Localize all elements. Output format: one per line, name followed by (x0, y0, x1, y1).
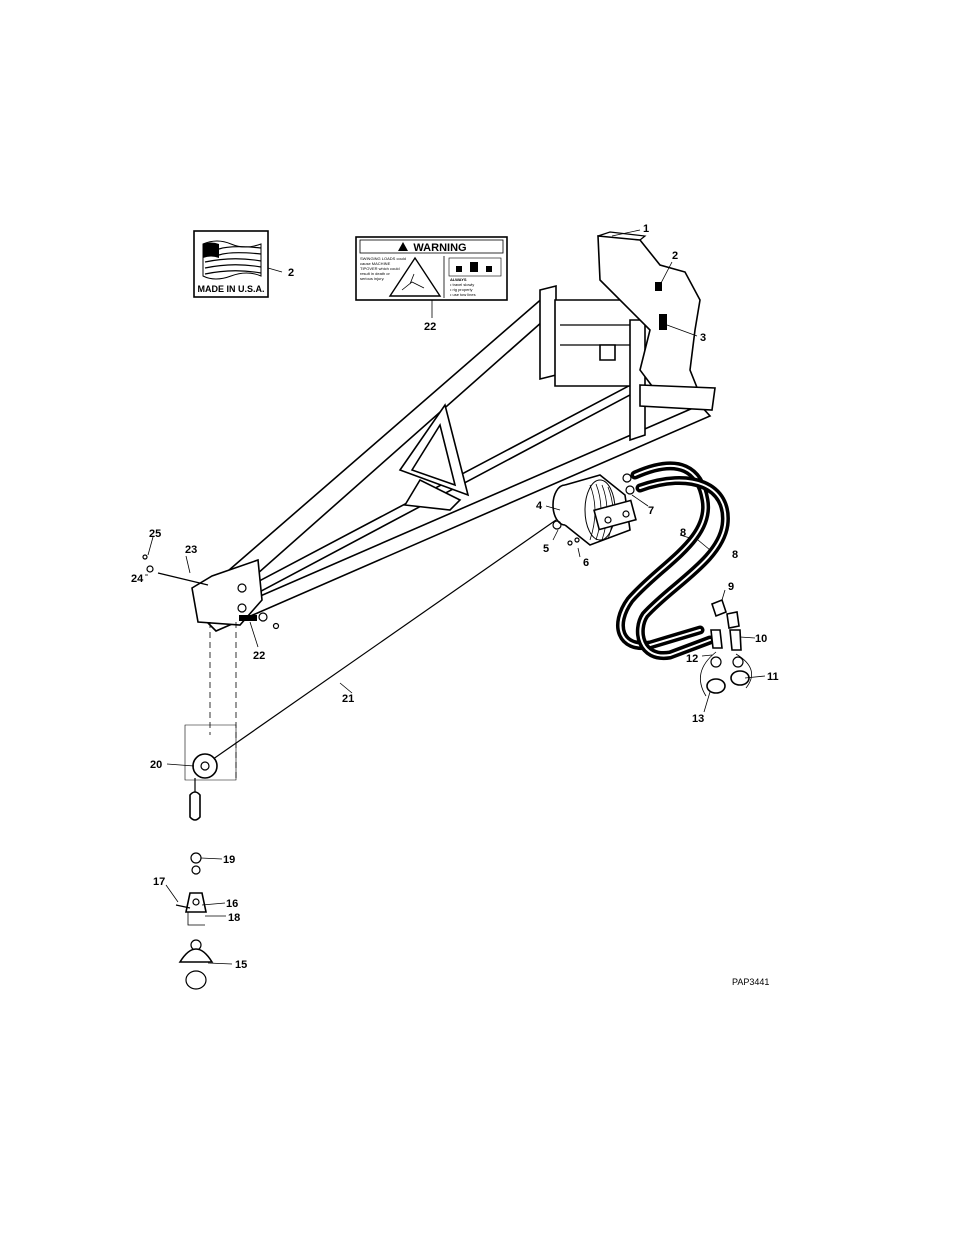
callout-18: 18 (228, 912, 240, 924)
made-in-usa-decal: MADE IN U.S.A. (193, 230, 269, 298)
callout-17: 17 (153, 876, 165, 888)
callout-12: 12 (686, 653, 698, 665)
callout-11: 11 (767, 671, 779, 683)
callout-24: 24 (131, 573, 144, 585)
jib-frame (191, 231, 716, 780)
callout-9: 9 (728, 581, 734, 593)
warning-triangle-icon (388, 256, 442, 297)
callout-labels: 1 2 2 3 4 5 6 7 8 8 9 10 11 12 13 15 16 … (131, 223, 779, 971)
callout-23: 23 (185, 544, 197, 556)
callout-15: 15 (235, 959, 247, 971)
callout-6: 6 (583, 557, 589, 569)
warning-left-text: SWINGING LOADS could cause MACHINE TIPOV… (360, 256, 407, 281)
callout-1: 1 (643, 223, 649, 235)
hydraulic-hoses (616, 461, 753, 697)
leader-lines (145, 229, 766, 965)
decal-patch-3 (659, 314, 667, 330)
callout-13: 13 (692, 713, 704, 725)
callout-5: 5 (543, 543, 549, 555)
callout-2-flag: 2 (288, 267, 294, 279)
callout-10: 10 (755, 633, 767, 645)
callout-3: 3 (700, 332, 706, 344)
alert-icon (398, 242, 408, 251)
pin-23 (142, 554, 209, 586)
callout-25: 25 (149, 528, 161, 540)
rigging-pictogram-icon (456, 262, 492, 272)
callout-7: 7 (648, 505, 654, 517)
warning-heading: WARNING (413, 242, 466, 254)
decal-patch-2 (655, 282, 662, 291)
decal-patch-22 (239, 615, 257, 621)
callout-22-boom: 22 (253, 650, 265, 662)
made-in-usa-text: MADE IN U.S.A. (197, 284, 264, 294)
callout-8-upper: 8 (680, 527, 686, 539)
callout-20: 20 (150, 759, 162, 771)
callout-4: 4 (536, 500, 543, 512)
callout-16: 16 (226, 898, 238, 910)
callout-2-boom: 2 (672, 250, 678, 262)
figure-id: PAP3441 (732, 977, 769, 987)
callout-21: 21 (342, 693, 354, 705)
warning-decal: WARNING SWINGING LOADS could cause MACHI… (355, 236, 508, 301)
callout-22-decal: 22 (424, 321, 436, 333)
winch-assembly (552, 473, 637, 546)
front-fasteners (258, 612, 280, 630)
us-flag-icon (202, 240, 262, 280)
callout-19: 19 (223, 854, 235, 866)
callout-8-lower: 8 (732, 549, 738, 561)
warning-right-text: ALWAYS • travel slowly • rig properly • … (450, 277, 476, 297)
